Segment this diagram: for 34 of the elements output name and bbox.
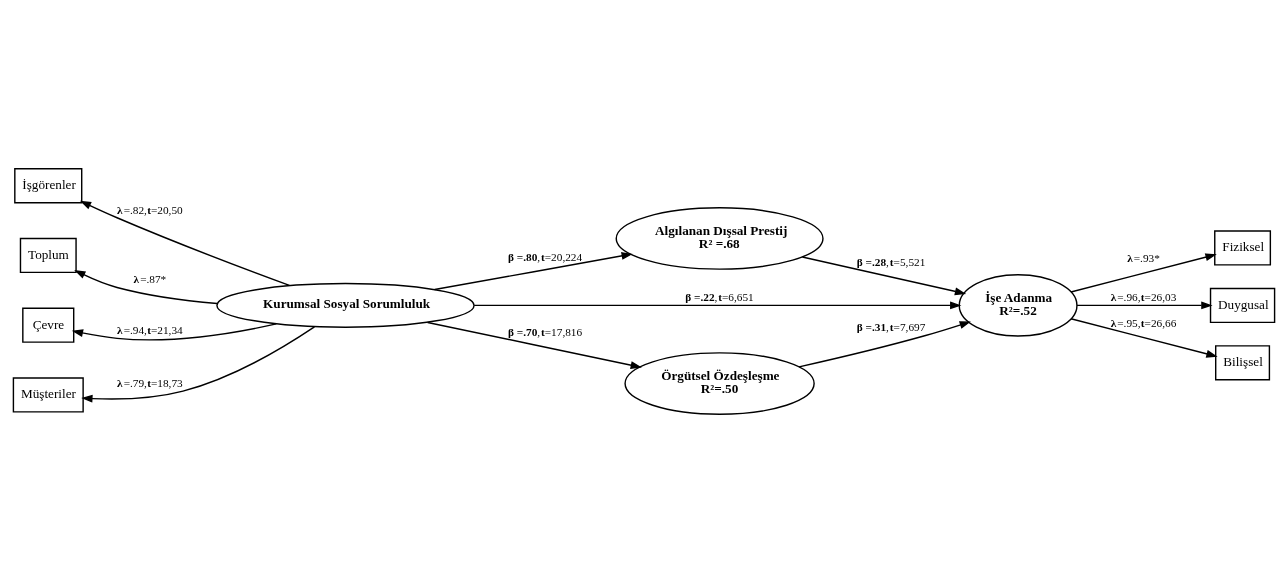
arrow xyxy=(426,321,642,369)
arrow xyxy=(74,269,218,304)
edge-label: λ=.95,t=26,66 xyxy=(1110,316,1177,329)
edge-label: β =.80,t=20,224 xyxy=(507,250,583,263)
edge-label: λ=.96,t=26,03 xyxy=(1110,290,1177,303)
edge-label: λ=.82,t=20,50 xyxy=(117,203,183,216)
arrow xyxy=(798,320,971,368)
node-box: Bilişsel xyxy=(1215,344,1271,380)
node-ellipse: Algılanan Dışsal Prestij R² =.68 xyxy=(615,206,824,270)
edge-label: λ=.87* xyxy=(133,272,167,285)
edge-label: β =.31,t=7,697 xyxy=(856,320,926,333)
node-box: Çevre xyxy=(22,307,75,343)
edge-label: β =.22,t=6,651 xyxy=(685,290,754,303)
arrow xyxy=(1070,317,1218,358)
arrow xyxy=(81,325,316,403)
edge-label: β =.28,t=5,521 xyxy=(856,255,926,268)
node-box: Fiziksel xyxy=(1214,229,1272,266)
arrow xyxy=(1076,300,1213,309)
node-box: Müşteriler xyxy=(12,376,84,413)
arrow xyxy=(79,200,291,286)
node-ellipse: Kurumsal Sosyal Sorumluluk xyxy=(216,282,475,328)
arrow xyxy=(1070,252,1217,293)
arrow xyxy=(473,300,962,309)
arrow xyxy=(433,251,633,290)
node-box: Duygusal xyxy=(1209,287,1276,323)
node-ellipse: Örgütsel Özdeşleşme R²=.50 xyxy=(624,351,815,415)
edge-label: λ=.79,t=18,73 xyxy=(117,376,183,389)
edge-label: λ=.93* xyxy=(1127,251,1160,264)
arrow xyxy=(801,255,967,295)
edge-label: β =.70,t=17,816 xyxy=(507,325,583,338)
edge-label: λ=.94,t=21,34 xyxy=(117,323,183,336)
arrow xyxy=(71,322,278,340)
node-box: Toplum xyxy=(19,237,77,273)
node-box: İşgörenler xyxy=(14,167,83,203)
